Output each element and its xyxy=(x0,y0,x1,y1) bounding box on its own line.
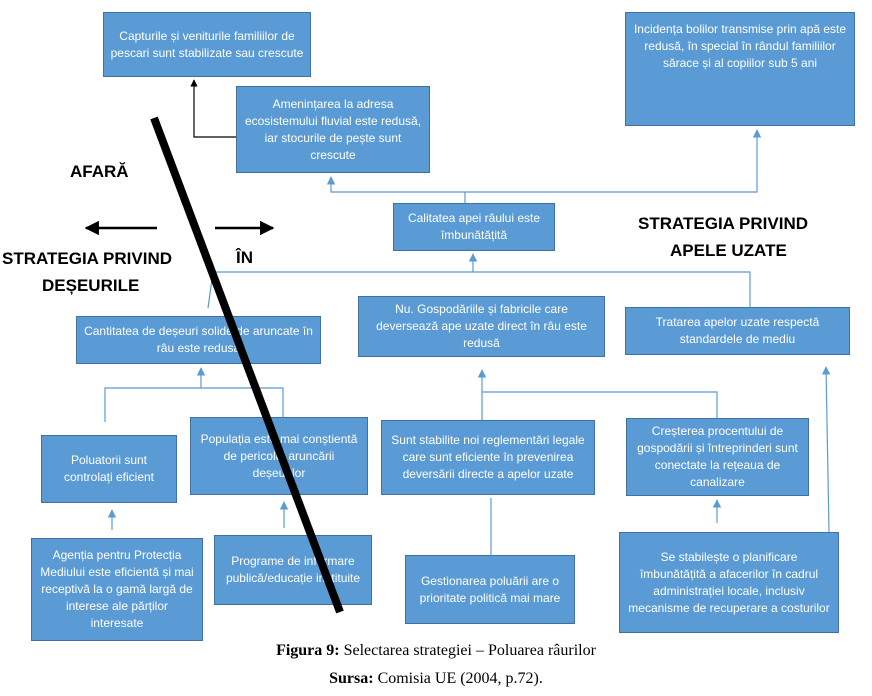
box-programs: Programe de informare publică/educație i… xyxy=(214,535,372,605)
box-water-quality: Calitatea apei râului este îmbunătățită xyxy=(393,203,555,251)
source-caption: Sursa: Comisia UE (2004, p.72). xyxy=(0,670,872,688)
label-water-strategy-2: APELE UZATE xyxy=(670,241,787,260)
connector-regulations xyxy=(481,391,718,420)
figure-caption: Figura 9: Selectarea strategiei – Poluar… xyxy=(0,642,872,660)
box-waste-amount: Cantitatea de deșeuri solide de aruncate… xyxy=(76,316,321,364)
box-agency-text: Agenția pentru Protecția Mediului este e… xyxy=(40,548,194,630)
box-discharge-text: Nu. Gospodăriile și fabricile care dever… xyxy=(376,302,587,350)
box-income: Capturile și veniturile familiilor de pe… xyxy=(103,12,311,77)
label-outside: AFARĂ xyxy=(70,162,129,181)
box-priority: Gestionarea poluării are o prioritate po… xyxy=(405,555,575,624)
arrow-planning-to-treatment xyxy=(821,366,831,533)
source-text: Comisia UE (2004, p.72). xyxy=(373,670,543,687)
box-water-quality-text: Calitatea apei râului este îmbunătățită xyxy=(407,211,541,242)
box-planning: Se stabilește o planificare îmbunătățită… xyxy=(619,532,839,633)
box-treatment: Tratarea apelor uzate respectă standarde… xyxy=(625,307,850,355)
figure-label: Figura 9: xyxy=(276,642,340,659)
box-polluters: Poluatorii sunt controlați eficient xyxy=(41,435,177,503)
label-waste-strategy-1: STRATEGIA PRIVIND xyxy=(2,249,173,268)
box-programs-text: Programe de informare publică/educație i… xyxy=(225,554,361,585)
box-agency: Agenția pentru Protecția Mediului este e… xyxy=(31,538,203,641)
arrow-quality-to-threat xyxy=(326,176,466,203)
source-label: Sursa: xyxy=(329,670,374,687)
box-disease-text: Incidența bolilor transmise prin apă est… xyxy=(633,22,847,70)
box-income-text: Capturile și veniturile familiilor de pe… xyxy=(110,28,304,60)
box-regulations-text: Sunt stabilite noi reglementări legale c… xyxy=(391,433,585,481)
box-threat: Amenințarea la adresa ecosistemului fluv… xyxy=(236,86,430,173)
box-treatment-text: Tratarea apelor uzate respectă standarde… xyxy=(655,315,820,346)
box-sewer-text: Creșterea procentului de gospodării și î… xyxy=(637,424,798,489)
arrow-threat-to-income xyxy=(190,79,236,138)
arrow-quality-to-disease xyxy=(465,129,762,193)
label-water-strategy-1: STRATEGIA PRIVIND xyxy=(638,214,809,233)
box-priority-text: Gestionarea poluării are o prioritate po… xyxy=(419,573,561,605)
label-inside: ÎN xyxy=(236,248,253,267)
box-threat-text: Amenințarea la adresa ecosistemului fluv… xyxy=(244,96,422,162)
box-awareness: Populația este mai conștientă de pericol… xyxy=(190,417,368,495)
box-awareness-text: Populația este mai conștientă de pericol… xyxy=(200,431,358,480)
box-regulations: Sunt stabilite noi reglementări legale c… xyxy=(381,420,595,495)
box-polluters-text: Poluatorii sunt controlați eficient xyxy=(63,453,155,484)
box-disease: Incidența bolilor transmise prin apă est… xyxy=(625,12,855,126)
box-sewer: Creșterea procentului de gospodării și î… xyxy=(626,418,809,496)
box-planning-text: Se stabilește o planificare îmbunătățită… xyxy=(628,549,830,615)
box-waste-amount-text: Cantitatea de deșeuri solide de aruncate… xyxy=(84,324,313,355)
label-waste-strategy-2: DEȘEURILE xyxy=(42,276,140,295)
figure-text: Selectarea strategiei – Poluarea râurilo… xyxy=(339,642,596,659)
box-discharge: Nu. Gospodăriile și fabricile care dever… xyxy=(358,296,605,357)
